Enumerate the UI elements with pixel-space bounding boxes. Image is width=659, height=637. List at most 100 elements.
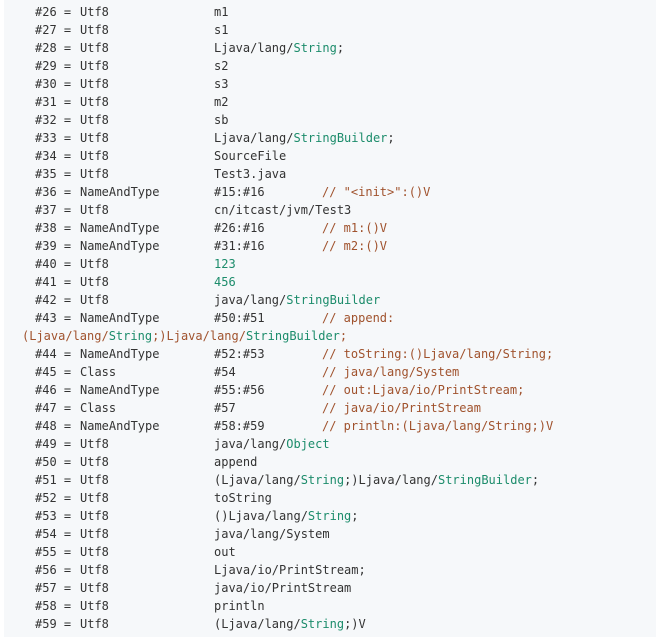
equals-sign: =	[63, 311, 72, 325]
code-token: ;)Ljava/lang/	[344, 473, 438, 487]
code-token: (Ljava/lang/	[214, 473, 301, 487]
entry-value: java/lang/StringBuilder	[214, 291, 380, 309]
code-token: java/io/PrintStream	[214, 581, 352, 595]
entry-number: #59	[35, 617, 57, 631]
equals-sign: =	[63, 149, 72, 163]
entry-number: #34	[35, 149, 57, 163]
entry-value: 456	[214, 273, 236, 291]
code-token: m1	[214, 5, 229, 19]
entry-type: Utf8	[80, 473, 109, 487]
code-token: String	[300, 617, 345, 631]
equals-sign: =	[63, 239, 72, 253]
code-token: cn/itcast/jvm/Test3	[214, 203, 352, 217]
code-token: ;	[339, 329, 348, 343]
entry-type: Utf8	[80, 5, 109, 19]
entry-value: s3	[214, 75, 228, 93]
entry-index: #48 =	[35, 417, 71, 435]
code-token: (Ljava/lang/	[22, 329, 109, 343]
equals-sign: =	[63, 185, 72, 199]
code-token: java/lang/	[214, 437, 287, 451]
entry-index: #32 =	[35, 111, 71, 129]
entry-index: #59 =	[35, 615, 71, 633]
entry-value: Ljava/lang/StringBuilder;	[214, 129, 395, 147]
entry-type: Utf8	[80, 617, 109, 631]
entry-type: NameAndType	[80, 311, 160, 325]
code-token: (Ljava/lang/	[214, 617, 301, 631]
entry-value: sb	[214, 111, 228, 129]
entry-index: #49 =	[35, 435, 71, 453]
entry-comment: // m1:()V	[322, 219, 387, 237]
entry-index: #28 =	[35, 39, 71, 57]
entry-type: NameAndType	[80, 383, 160, 397]
entry-number: #39	[35, 239, 57, 253]
entry-index: #40 =	[35, 255, 71, 273]
equals-sign: =	[63, 95, 72, 109]
equals-sign: =	[63, 365, 72, 379]
code-token: String	[293, 41, 337, 55]
entry-number: #45	[35, 365, 57, 379]
entry-value: SourceFile	[214, 147, 286, 165]
entry-comment: // println:(Ljava/lang/String;)V	[322, 417, 553, 435]
entry-index: #54 =	[35, 525, 71, 543]
entry-type: Utf8	[80, 437, 109, 451]
code-token: // "<init>":()V	[322, 185, 431, 199]
entry-value: (Ljava/lang/String;)Ljava/lang/StringBui…	[214, 471, 539, 489]
entry-comment: // append:	[322, 309, 394, 327]
entry-type: Utf8	[80, 77, 109, 91]
code-token: #52:#53	[214, 347, 265, 361]
code-token: #26:#16	[214, 221, 265, 235]
entry-value: #26:#16	[214, 219, 265, 237]
entry-value: m1	[214, 3, 228, 21]
entry-type: NameAndType	[80, 221, 160, 235]
code-token: StringBuilder	[437, 473, 532, 487]
entry-comment: // m2:()V	[322, 237, 387, 255]
entry-number: #38	[35, 221, 57, 235]
entry-index: #42 =	[35, 291, 71, 309]
equals-sign: =	[63, 527, 72, 541]
equals-sign: =	[63, 563, 72, 577]
entry-value: out	[214, 543, 236, 561]
equals-sign: =	[63, 419, 72, 433]
entry-number: #36	[35, 185, 57, 199]
entry-number: #49	[35, 437, 57, 451]
code-token: // append:	[322, 311, 395, 325]
entry-comment: // "<init>":()V	[322, 183, 430, 201]
equals-sign: =	[63, 167, 72, 181]
entry-index: #58 =	[35, 597, 71, 615]
entry-type: NameAndType	[80, 347, 160, 361]
entry-number: #54	[35, 527, 57, 541]
code-token: Ljava/lang/	[214, 131, 294, 145]
entry-type: Utf8	[80, 563, 109, 577]
code-token: java/lang/	[214, 293, 287, 307]
code-token: ;)V	[344, 617, 366, 631]
entry-value: ()Ljava/lang/String;	[214, 507, 359, 525]
entry-index: #26 =	[35, 3, 71, 21]
entry-value: #57	[214, 399, 236, 417]
code-token: // java/lang/System	[322, 365, 460, 379]
entry-type: Utf8	[80, 95, 109, 109]
entry-number: #32	[35, 113, 57, 127]
entry-index: #43 =	[35, 309, 71, 327]
entry-type: NameAndType	[80, 239, 160, 253]
equals-sign: =	[63, 131, 72, 145]
entry-index: #33 =	[35, 129, 71, 147]
entry-number: #41	[35, 275, 57, 289]
entry-type: Utf8	[80, 167, 109, 181]
code-token: #58:#59	[214, 419, 265, 433]
entry-number: #47	[35, 401, 57, 415]
equals-sign: =	[63, 221, 72, 235]
entry-index: #35 =	[35, 165, 71, 183]
entry-index: #38 =	[35, 219, 71, 237]
entry-type: NameAndType	[80, 419, 160, 433]
entry-number: #40	[35, 257, 57, 271]
entry-value: m2	[214, 93, 228, 111]
entry-value: Ljava/lang/String;	[214, 39, 344, 57]
equals-sign: =	[63, 257, 72, 271]
code-token: println	[214, 599, 265, 613]
entry-value: #15:#16	[214, 183, 265, 201]
code-token: // toString:()Ljava/lang/String;	[322, 347, 554, 361]
entry-comment: // java/io/PrintStream	[322, 399, 481, 417]
code-token: // m1:()V	[322, 221, 388, 235]
code-token: ;)Ljava/lang/	[152, 329, 246, 343]
entry-comment: // toString:()Ljava/lang/String;	[322, 345, 553, 363]
